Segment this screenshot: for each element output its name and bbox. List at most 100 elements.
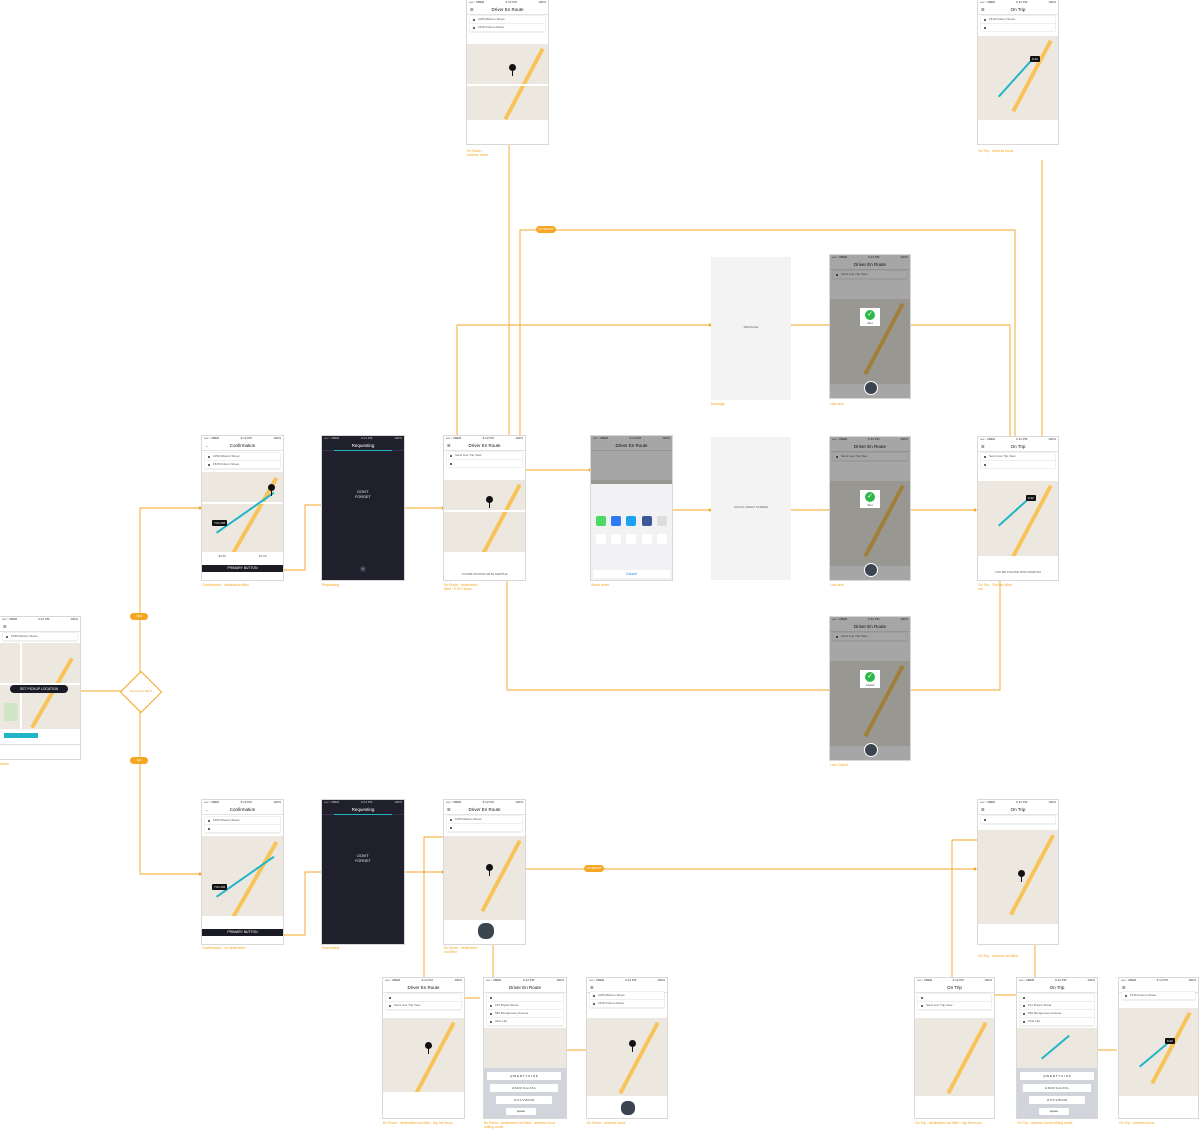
suggestion-item[interactable]: 550 Montgomery Avenue bbox=[487, 1010, 563, 1018]
route-card[interactable]: 1050 Mission Street bbox=[205, 817, 280, 833]
caption-sub-ontrip-c: On Trip - address focus bbox=[1119, 1121, 1155, 1125]
menu-icon[interactable]: ☰ bbox=[981, 7, 985, 12]
send-live-trip-link[interactable]: Send Live Trip View bbox=[447, 452, 522, 460]
vehicle-selector[interactable] bbox=[0, 729, 80, 759]
menu-icon[interactable]: ☰ bbox=[981, 444, 985, 449]
route-card[interactable]: 1050 Mission Street bbox=[447, 816, 522, 832]
suggestion-item[interactable]: Uber HQ bbox=[487, 1018, 563, 1026]
primary-button[interactable]: PRIMARY BUTTON bbox=[202, 929, 283, 936]
route-card[interactable] bbox=[981, 816, 1055, 824]
map[interactable] bbox=[587, 1018, 667, 1096]
dropoff-field[interactable] bbox=[981, 816, 1055, 824]
pickup-field[interactable]: 1050 Mission Street bbox=[590, 992, 664, 1000]
share-sheet[interactable]: Cancel bbox=[591, 484, 672, 580]
share-apps-row[interactable] bbox=[593, 516, 670, 526]
send-live-trip-link[interactable]: Send Live Trip View bbox=[918, 1002, 991, 1010]
caption-confirm-top: Confirmation - destination filled bbox=[202, 583, 249, 587]
address-field[interactable]: 1050 Mission Street bbox=[3, 633, 77, 641]
share-actions-row[interactable] bbox=[593, 534, 670, 544]
map[interactable] bbox=[467, 44, 548, 120]
map[interactable]: 7:01 PM bbox=[202, 472, 283, 552]
sent-confirmation: ✓Sent bbox=[860, 308, 880, 326]
search-field[interactable] bbox=[1020, 994, 1094, 1002]
keyboard[interactable]: Q W E R T Y U I O P A S D F G H J K L Z … bbox=[484, 1068, 566, 1118]
caption-requesting-bottom: Requesting bbox=[322, 946, 340, 950]
dropoff-field[interactable]: 1515 Folsom Street bbox=[205, 461, 280, 469]
map[interactable] bbox=[444, 480, 525, 552]
menu-icon[interactable]: ☰ bbox=[470, 7, 474, 12]
dropoff-field[interactable] bbox=[386, 994, 461, 1002]
share-card[interactable]: Send Live Trip View bbox=[447, 452, 522, 467]
send-live-trip-link[interactable]: Send Live Trip View bbox=[981, 453, 1055, 461]
decision-question: Destination filled? bbox=[129, 689, 153, 693]
map[interactable] bbox=[978, 830, 1058, 924]
share-card[interactable]: Send Live Trip View bbox=[918, 994, 991, 1010]
address-card[interactable]: 1050 Mission Street bbox=[3, 633, 77, 641]
primary-button[interactable]: PRIMARY BUTTON bbox=[202, 565, 283, 572]
map[interactable]: 6:42 bbox=[978, 36, 1058, 120]
menu-icon[interactable]: ☰ bbox=[1122, 985, 1126, 990]
pickup-field[interactable]: 1050 Mission Street bbox=[205, 817, 280, 825]
dropoff-field[interactable] bbox=[918, 994, 991, 1002]
suggestion-item[interactable]: 550 Montgomery Avenue bbox=[1020, 1010, 1094, 1018]
eta-badge: 6:42 bbox=[1165, 1038, 1175, 1044]
caption-sub-ontrip-b: On Trip - address focus editing mode bbox=[1017, 1121, 1073, 1125]
suggestion-item[interactable]: 101 Bryant Street bbox=[487, 1002, 563, 1010]
map[interactable]: 7:01 PM bbox=[202, 836, 283, 916]
menu-icon[interactable]: ☰ bbox=[3, 624, 7, 629]
map[interactable] bbox=[383, 1018, 464, 1092]
share-card[interactable]: Send Live Trip View bbox=[981, 453, 1055, 468]
driver-avatar bbox=[620, 1100, 636, 1116]
cancel-button[interactable]: Cancel bbox=[593, 570, 670, 578]
menu-icon[interactable]: ☰ bbox=[981, 807, 985, 812]
dropoff-field[interactable]: 1515 Folsom Street bbox=[590, 1000, 664, 1008]
close-icon[interactable]: ✕ bbox=[360, 566, 366, 572]
suggestion-item[interactable]: Uber HQ bbox=[1020, 1018, 1094, 1026]
route-card[interactable]: 1515 Folsom Street bbox=[981, 16, 1055, 31]
back-icon[interactable]: ← bbox=[205, 807, 209, 812]
dropoff-field[interactable] bbox=[447, 824, 522, 832]
dropoff-field[interactable]: 1515 Folsom Street bbox=[1122, 992, 1195, 1000]
menu-icon[interactable]: ☰ bbox=[447, 807, 451, 812]
dropoff-field[interactable] bbox=[205, 825, 280, 833]
no-pill: NO bbox=[130, 757, 148, 764]
dropoff-field[interactable]: 1515 Folsom Street bbox=[470, 24, 545, 32]
back-icon[interactable]: ← bbox=[205, 443, 209, 448]
map[interactable] bbox=[915, 1018, 994, 1096]
suggestion-item[interactable]: 101 Bryant Street bbox=[1020, 1002, 1094, 1010]
route-card[interactable]: 1515 Folsom Street bbox=[1122, 992, 1195, 1000]
pickup-field[interactable]: 1050 Mission Street bbox=[447, 816, 522, 824]
share-card: Send Live Trip View bbox=[833, 453, 907, 461]
menu-icon[interactable]: ☰ bbox=[590, 985, 594, 990]
driver-panel: YOU'RE PICKING WITH MARTHA bbox=[444, 552, 525, 580]
keyboard[interactable]: Q W E R T Y U I O P A S D F G H J K L Z … bbox=[1017, 1068, 1097, 1118]
map[interactable]: 6:42 bbox=[1119, 1008, 1198, 1096]
pickup-field[interactable]: 1050 Mission Street bbox=[205, 453, 280, 461]
caption-sub-ontrip-a: On Trip - destination not filled - tap t… bbox=[915, 1121, 982, 1125]
menu-icon[interactable]: ☰ bbox=[447, 443, 451, 448]
fare-value: $4.50 bbox=[218, 554, 226, 558]
pickup-field[interactable]: 1050 Mission Street bbox=[470, 16, 545, 24]
share-card[interactable]: Send Live Trip View bbox=[386, 994, 461, 1010]
on-entry-pill-top: ON ENTRY bbox=[536, 226, 556, 233]
map[interactable] bbox=[444, 836, 525, 920]
map[interactable]: 6:42 bbox=[978, 481, 1058, 556]
set-pickup-button[interactable]: SET PICKUP LOCATION bbox=[10, 685, 68, 693]
nav-bar: Driver En Route bbox=[830, 260, 910, 270]
dropoff-field[interactable]: 1515 Folsom Street bbox=[981, 16, 1055, 24]
caption-confirm-bottom: Confirmation - no destination bbox=[202, 946, 246, 950]
send-live-trip-link[interactable]: Send Live Trip View bbox=[386, 1002, 461, 1010]
search-field[interactable] bbox=[487, 994, 563, 1002]
